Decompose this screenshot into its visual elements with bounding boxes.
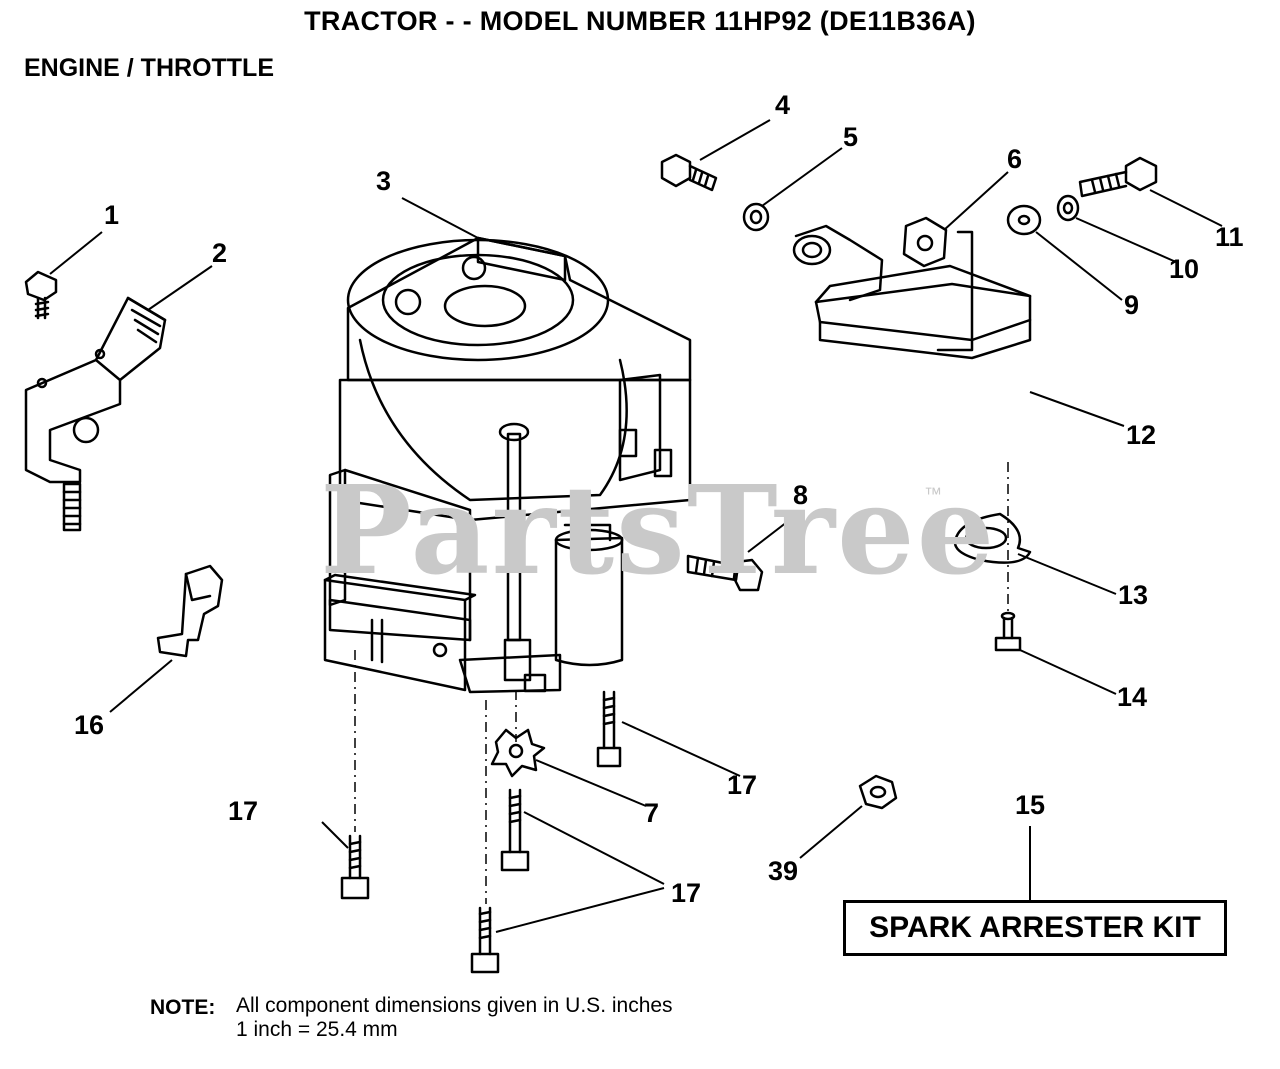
callout-10[interactable]: 10 bbox=[1169, 254, 1200, 284]
section-subtitle: ENGINE / THROTTLE bbox=[24, 54, 274, 82]
callout-13[interactable]: 13 bbox=[1118, 580, 1149, 610]
callout-8[interactable]: 8 bbox=[793, 480, 809, 510]
engine-part bbox=[323, 236, 692, 694]
callout-9[interactable]: 9 bbox=[1124, 290, 1140, 320]
part-17-screw-b bbox=[500, 788, 530, 872]
part-14-screw bbox=[994, 611, 1022, 652]
page-title: TRACTOR - - MODEL NUMBER 11HP92 (DE11B36… bbox=[304, 6, 976, 36]
part-17-screw-c bbox=[340, 834, 370, 900]
part-16-bracket bbox=[156, 564, 224, 658]
part-12-muffler bbox=[792, 224, 1032, 360]
callout-5[interactable]: 5 bbox=[843, 122, 859, 152]
part-13-arrester-ring bbox=[953, 512, 1032, 564]
part-8-bolt bbox=[686, 554, 764, 592]
part-9-washer bbox=[1006, 204, 1042, 236]
watermark-trademark: ™ bbox=[924, 484, 942, 504]
part-1-bolt bbox=[24, 270, 58, 320]
callout-4[interactable]: 4 bbox=[775, 90, 791, 120]
callout-14[interactable]: 14 bbox=[1117, 682, 1148, 712]
part-11-bolt bbox=[1078, 156, 1158, 198]
callout-17-bottom[interactable]: 17 bbox=[671, 878, 702, 908]
part-39-nut bbox=[858, 774, 898, 810]
callout-2[interactable]: 2 bbox=[212, 238, 228, 268]
part-17-screw-a bbox=[596, 690, 622, 768]
callout-11[interactable]: 11 bbox=[1215, 222, 1244, 252]
center-lines bbox=[354, 462, 1009, 904]
callout-3[interactable]: 3 bbox=[376, 166, 392, 196]
part-17-screw-d bbox=[470, 906, 500, 974]
part-10-washer bbox=[1056, 194, 1080, 222]
part-4-bolt bbox=[660, 153, 718, 192]
callout-12[interactable]: 12 bbox=[1126, 420, 1157, 450]
callout-17-left[interactable]: 17 bbox=[228, 796, 259, 826]
part-5-washer bbox=[742, 202, 770, 232]
watermark-logo: PartsTree bbox=[320, 458, 997, 602]
callout-7[interactable]: 7 bbox=[644, 798, 660, 828]
part-2-throttle-control bbox=[24, 296, 167, 532]
note-label: NOTE: bbox=[150, 996, 216, 1019]
spark-arrester-kit-label[interactable]: SPARK ARRESTER KIT bbox=[843, 900, 1227, 956]
callout-17-right[interactable]: 17 bbox=[727, 770, 758, 800]
callout-1[interactable]: 1 bbox=[104, 200, 120, 230]
callout-16[interactable]: 16 bbox=[74, 710, 105, 740]
part-6-gasket bbox=[902, 216, 948, 268]
callout-39[interactable]: 39 bbox=[768, 856, 799, 886]
part-7-star-washer bbox=[490, 728, 546, 778]
note-text-line-1: All component dimensions given in U.S. i… bbox=[236, 994, 673, 1017]
callout-6[interactable]: 6 bbox=[1007, 144, 1023, 174]
leader-lines bbox=[49, 119, 1223, 933]
note-text-line-2: 1 inch = 25.4 mm bbox=[236, 1018, 398, 1041]
callout-15[interactable]: 15 bbox=[1015, 790, 1046, 820]
